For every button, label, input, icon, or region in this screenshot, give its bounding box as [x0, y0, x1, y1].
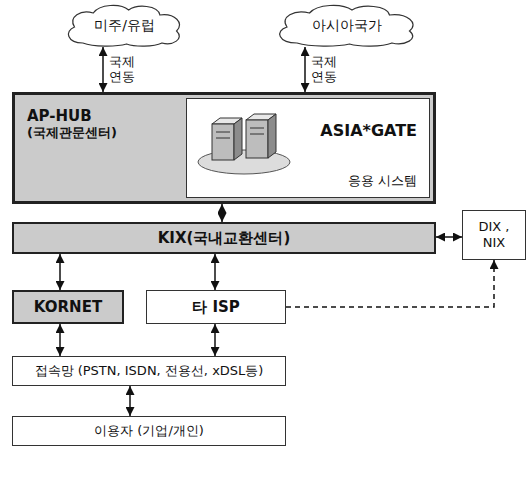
- cloud-region: 아시아국가: [272, 3, 422, 47]
- cloud-shape: [280, 5, 413, 46]
- server-side: [268, 114, 276, 158]
- node-label: KIX(국내교환센터): [158, 229, 290, 247]
- connector-arrow: [214, 254, 216, 290]
- connector-arrow: [214, 324, 216, 356]
- server-front: [212, 124, 234, 160]
- node-label: 접속망 (PSTN, ISDN, 전용선, xDSL등): [35, 363, 264, 379]
- connector-arrow: [436, 236, 462, 238]
- network-box: 타 ISP: [146, 290, 286, 324]
- node-label: DIX , NIX: [472, 219, 516, 250]
- network-box: KORNET: [12, 290, 124, 324]
- server-slot: [250, 128, 264, 129]
- node-label: AP-HUB: [27, 107, 92, 125]
- server-front: [246, 120, 268, 158]
- node-label: 아시아국가: [312, 17, 382, 34]
- node-label: 미주/유럽: [94, 17, 155, 34]
- connector-arrow: [304, 47, 306, 92]
- connector-arrow: [129, 386, 131, 416]
- edge-label: 국제 연동: [109, 55, 138, 85]
- server-slot: [216, 138, 230, 139]
- cloud-region: 미주/유럽: [62, 3, 187, 47]
- node-label: 이용자 (기업/개인): [94, 423, 204, 439]
- server-top: [212, 118, 242, 124]
- node-label: (국제관문센터): [27, 125, 117, 141]
- cloud-shape: [68, 5, 179, 46]
- exchange-box: DIX , NIX: [462, 210, 526, 260]
- node-label: 응용 시스템: [348, 173, 417, 189]
- server-top: [246, 114, 276, 120]
- user-box: 이용자 (기업/개인): [12, 416, 286, 446]
- center-box: ASIA*GATE 응용 시스템 AP-HUB(국제관문센터): [12, 92, 436, 204]
- edge-label: 국제 연동: [311, 55, 340, 85]
- server-slot: [250, 134, 264, 135]
- access-box: 접속망 (PSTN, ISDN, 전용선, xDSL등): [12, 356, 286, 386]
- node-label: KORNET: [34, 298, 102, 316]
- system-box: ASIA*GATE 응용 시스템: [186, 98, 430, 198]
- connector-arrow: [102, 47, 104, 92]
- connector-arrow: [286, 260, 494, 307]
- node-label: ASIA*GATE: [320, 121, 417, 140]
- connector-arrow: [59, 254, 61, 290]
- server-side: [234, 118, 242, 160]
- connector-arrow: [221, 204, 223, 222]
- server-slot: [216, 132, 230, 133]
- platform-ellipse: [198, 150, 290, 174]
- exchange-box: KIX(국내교환센터): [12, 222, 436, 254]
- connector-arrow: [59, 324, 61, 356]
- node-label: 타 ISP: [192, 298, 240, 316]
